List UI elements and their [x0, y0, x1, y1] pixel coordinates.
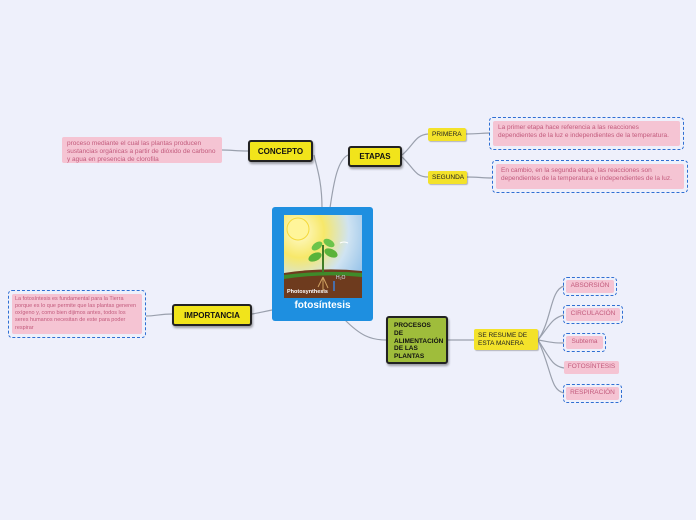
primera-note[interactable]: La primer etapa hace referencia a las re…: [493, 121, 680, 146]
link-concepto-note: [221, 149, 249, 152]
importancia-note-frame: La fotosíntesis es fundamental para la T…: [8, 290, 146, 338]
link-summary-respiracion: [537, 339, 565, 394]
absorsion-frame: ABSORSIÓN: [563, 277, 617, 296]
importancia-node[interactable]: IMPORTANCIA: [172, 304, 252, 326]
photosynthesis-image: H₂O Photosynthesis: [284, 215, 362, 298]
link-summary-absorsion: [537, 285, 565, 341]
link-etapas-segunda: [401, 156, 429, 178]
segunda-note[interactable]: En cambio, en la segunda etapa, las reac…: [496, 164, 684, 189]
fotosintesis-item[interactable]: FOTOSÍNTESIS: [564, 361, 619, 374]
image-caption: Photosynthesis: [287, 289, 328, 295]
importancia-note[interactable]: La fotosíntesis es fundamental para la T…: [12, 294, 142, 334]
respiracion-item[interactable]: RESPIRACIÓN: [566, 387, 619, 400]
link-center-concepto: [313, 154, 323, 209]
link-importancia-note: [145, 313, 173, 317]
link-etapas-primera: [401, 133, 429, 156]
procesos-node[interactable]: PROCESOS DE ALIMENTACIÓN DE LAS PLANTAS: [386, 316, 448, 364]
link-center-procesos: [344, 319, 387, 341]
central-node[interactable]: H₂O Photosynthesis fotosíntesis: [272, 207, 373, 321]
central-title: fotosíntesis: [294, 300, 351, 311]
summary-tag[interactable]: SE RESUME DE ESTA MANERA: [474, 329, 538, 350]
subtema-item[interactable]: Subtema: [566, 336, 603, 349]
circulacion-item[interactable]: CIRCULACIÓN: [566, 308, 620, 321]
subtema-frame: Subtema: [563, 333, 606, 352]
concepto-node[interactable]: CONCEPTO: [248, 140, 313, 162]
concepto-note[interactable]: proceso mediante el cual las plantas pro…: [62, 137, 222, 163]
etapas-node[interactable]: ETAPAS: [348, 146, 402, 167]
link-primera-note: [465, 132, 491, 135]
image-tag: H₂O: [336, 275, 346, 281]
primera-note-frame: La primer etapa hace referencia a las re…: [489, 117, 684, 150]
link-center-importancia: [251, 309, 273, 315]
primera-tag[interactable]: PRIMERA: [428, 128, 466, 141]
segunda-tag[interactable]: SEGUNDA: [428, 171, 467, 184]
segunda-note-frame: En cambio, en la segunda etapa, las reac…: [492, 160, 688, 193]
absorsion-item[interactable]: ABSORSIÓN: [566, 280, 614, 293]
link-center-etapas: [329, 154, 349, 209]
link-summary-subtema: [537, 339, 565, 344]
respiracion-frame: RESPIRACIÓN: [563, 384, 622, 403]
link-summary-fotosintesis: [537, 339, 565, 369]
link-summary-circulacion: [537, 314, 565, 341]
link-segunda-note: [465, 176, 493, 179]
circulacion-frame: CIRCULACIÓN: [563, 305, 623, 324]
